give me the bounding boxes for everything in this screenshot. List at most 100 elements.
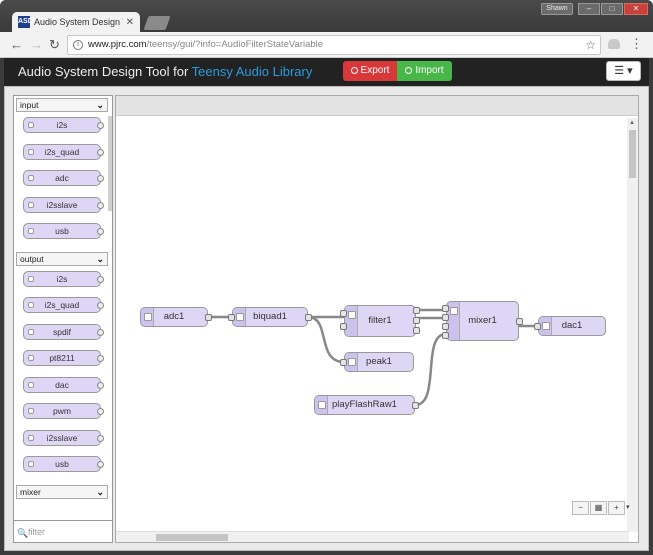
node-icon bbox=[28, 175, 34, 181]
node-label: filter1 bbox=[368, 315, 392, 326]
node-icon bbox=[28, 461, 34, 467]
input-port[interactable] bbox=[340, 310, 347, 317]
node-label: playFlashRaw1 bbox=[332, 399, 397, 410]
zoom-out-icon[interactable]: − bbox=[572, 501, 589, 515]
palette-node-output-i2sslave[interactable]: i2sslave bbox=[23, 429, 104, 446]
input-port[interactable] bbox=[442, 332, 449, 339]
palette-node-input-i2s-quad[interactable]: i2s_quad bbox=[23, 143, 104, 160]
reload-icon[interactable]: ↻ bbox=[49, 37, 60, 52]
export-button[interactable]: Export bbox=[343, 61, 397, 81]
canvas-vertical-scrollbar[interactable]: ▲ bbox=[627, 118, 638, 532]
canvas-horizontal-scrollbar[interactable] bbox=[116, 531, 629, 542]
node-playflashraw1[interactable]: playFlashRaw1 bbox=[314, 395, 419, 415]
palette-node-output-i2s[interactable]: i2s bbox=[23, 270, 104, 287]
palette-node-output-pwm[interactable]: pwm bbox=[23, 403, 104, 419]
palette-category-output[interactable]: output⌄ bbox=[16, 251, 108, 266]
flow-canvas[interactable]: adc1 biquad1 filter1 peak1 mixe bbox=[115, 95, 639, 543]
palette-node-input-i2sslave[interactable]: i2sslave bbox=[23, 196, 104, 213]
back-arrow-icon[interactable]: ← bbox=[10, 37, 23, 52]
palette-scrollbar[interactable] bbox=[108, 116, 112, 211]
node-icon bbox=[28, 328, 34, 335]
palette-node-output-pt8211[interactable]: pt8211 bbox=[23, 350, 104, 366]
export-icon bbox=[350, 67, 358, 74]
node-peak1[interactable]: peak1 bbox=[340, 352, 414, 372]
tab-close-icon[interactable]: ✕ bbox=[125, 16, 134, 28]
url-host: www.pjrc.com bbox=[88, 39, 147, 50]
info-icon[interactable]: i bbox=[73, 40, 83, 50]
input-port[interactable] bbox=[228, 314, 235, 321]
palette-node-label: usb bbox=[55, 459, 69, 469]
node-mixer1[interactable]: mixer1 bbox=[442, 301, 523, 341]
node-icon bbox=[233, 308, 246, 326]
browser-menu-icon[interactable]: ⋮ bbox=[630, 36, 643, 51]
output-port bbox=[97, 328, 104, 336]
node-icon bbox=[28, 302, 34, 308]
palette-node-label: i2sslave bbox=[46, 432, 78, 443]
node-icon bbox=[28, 275, 34, 282]
input-port[interactable] bbox=[340, 323, 347, 330]
scrollbar-thumb[interactable] bbox=[629, 130, 636, 178]
import-button[interactable]: Import bbox=[397, 61, 452, 81]
node-filter1[interactable]: filter1 bbox=[340, 305, 420, 337]
url-path: /teensy/gui/?info=AudioFilterStateVariab… bbox=[146, 39, 324, 50]
chevron-down-icon: ⌄ bbox=[96, 486, 104, 497]
palette-node-output-dac[interactable]: dac bbox=[23, 376, 104, 393]
output-port[interactable] bbox=[413, 317, 420, 324]
node-icon bbox=[345, 306, 358, 336]
user-badge[interactable]: Shawn bbox=[541, 3, 573, 15]
scrollbar-thumb[interactable] bbox=[156, 534, 228, 541]
output-port bbox=[97, 381, 104, 389]
zoom-reset-icon[interactable]: ▦ bbox=[590, 501, 607, 515]
node-icon bbox=[28, 148, 34, 155]
output-port[interactable] bbox=[412, 402, 419, 409]
input-port[interactable] bbox=[534, 323, 541, 330]
output-port[interactable] bbox=[413, 327, 420, 334]
close-window-button[interactable]: ✕ bbox=[624, 3, 648, 15]
palette-category-input[interactable]: input⌄ bbox=[16, 98, 108, 112]
palette-node-label: adc bbox=[55, 173, 69, 183]
output-port[interactable] bbox=[413, 307, 420, 314]
address-bar[interactable]: i www.pjrc.com/teensy/gui/?info=AudioFil… bbox=[67, 35, 601, 55]
hamburger-menu-button[interactable]: ☰ ▾ bbox=[606, 61, 641, 81]
node-label: peak1 bbox=[366, 356, 392, 367]
scroll-up-icon[interactable]: ▲ bbox=[629, 120, 635, 126]
palette-node-input-i2s[interactable]: i2s bbox=[23, 117, 104, 133]
maximize-button[interactable]: □ bbox=[601, 3, 623, 15]
node-adc1[interactable]: adc1 bbox=[140, 307, 212, 327]
output-port[interactable] bbox=[516, 318, 523, 325]
palette-node-input-usb[interactable]: usb bbox=[23, 223, 104, 239]
node-icon bbox=[315, 396, 328, 414]
tab-title: Audio System Design To bbox=[34, 17, 123, 27]
palette-node-output-spdif[interactable]: spdif bbox=[23, 323, 104, 340]
output-port[interactable] bbox=[305, 314, 312, 321]
input-port[interactable] bbox=[442, 323, 449, 330]
zoom-in-icon[interactable]: + bbox=[608, 501, 625, 515]
palette-filter-input[interactable]: 🔍 filter bbox=[14, 520, 112, 542]
extension-cloud-icon[interactable] bbox=[608, 39, 620, 49]
node-label: biquad1 bbox=[253, 311, 287, 322]
output-port[interactable] bbox=[205, 314, 212, 321]
bookmark-star-icon[interactable]: ☆ bbox=[585, 38, 596, 52]
palette-category-mixer[interactable]: mixer⌄ bbox=[16, 484, 108, 499]
input-port[interactable] bbox=[442, 314, 449, 321]
input-port[interactable] bbox=[442, 305, 449, 312]
output-port bbox=[97, 434, 104, 442]
node-label: adc1 bbox=[163, 311, 185, 322]
zoom-menu-caret-icon[interactable]: ▾ bbox=[626, 504, 630, 511]
palette-node-output-usb[interactable]: usb bbox=[23, 456, 104, 472]
node-icon bbox=[28, 201, 34, 208]
app-header: Audio System Design Tool for Teensy Audi… bbox=[4, 58, 649, 86]
new-tab-button[interactable] bbox=[143, 16, 171, 30]
palette-node-input-adc[interactable]: adc bbox=[23, 170, 104, 186]
minimize-button[interactable]: – bbox=[578, 3, 600, 15]
output-port bbox=[97, 461, 104, 468]
node-biquad1[interactable]: biquad1 bbox=[228, 307, 312, 327]
filter-placeholder: filter bbox=[28, 527, 46, 537]
browser-tab[interactable]: ASD Audio System Design To ✕ bbox=[12, 12, 140, 32]
palette-node-output-i2s-quad[interactable]: i2s_quad bbox=[23, 297, 104, 313]
input-port[interactable] bbox=[340, 359, 347, 366]
output-port bbox=[97, 175, 104, 182]
node-dac1[interactable]: dac1 bbox=[534, 316, 606, 336]
node-icon bbox=[28, 122, 34, 128]
forward-arrow-icon[interactable]: → bbox=[30, 37, 43, 52]
